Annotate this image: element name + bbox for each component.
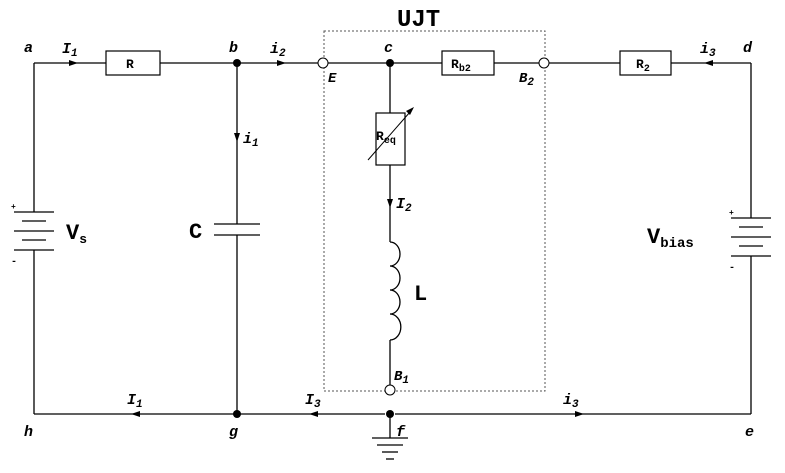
current-i1-top-label: I1 [62, 41, 78, 60]
node-e-label: e [745, 424, 754, 441]
terminal-b1-label: B1 [394, 369, 409, 387]
ground-symbol [372, 437, 408, 460]
variable-arrow-head [406, 107, 414, 115]
variable-arrow-line [367, 111, 411, 161]
vs-plus: + [11, 203, 16, 212]
current-i3-top-arrow [704, 60, 713, 66]
current-i1-bottom-arrow [131, 411, 140, 417]
current-i3-top-label: i3 [700, 41, 716, 60]
node-c-label: c [384, 40, 393, 57]
current-i1-bottom-label: I1 [127, 392, 143, 411]
node-c-dot [386, 59, 394, 67]
node-g-label: g [229, 424, 238, 441]
inductor-l [389, 241, 402, 341]
current-i1-top-arrow [69, 60, 78, 66]
node-b-dot [233, 59, 241, 67]
vbias-label: Vbias [647, 225, 694, 252]
inductor-label: L [414, 282, 427, 307]
resistor-req-label: Req [376, 129, 396, 147]
vbias-minus: - [729, 263, 735, 274]
node-h-label: h [24, 424, 33, 441]
node-g-dot [233, 410, 241, 418]
resistor-r2-label: R2 [636, 57, 650, 75]
current-i3-bottom-arrow [309, 411, 318, 417]
resistor-rb2-label: Rb2 [451, 57, 471, 75]
terminal-b2-label: B2 [519, 71, 534, 89]
current-i2-arrow [277, 60, 286, 66]
node-f-label: f [396, 424, 406, 441]
current-i3-bottom-label: I3 [305, 392, 321, 411]
current-i2-label: i2 [270, 41, 286, 60]
node-a-label: a [24, 40, 33, 57]
vs-label: Vs [66, 221, 87, 247]
current-i1-branch-arrow [234, 133, 240, 142]
current-i3-bottom-right-label: i3 [563, 392, 579, 411]
resistor-rb2 [441, 50, 495, 76]
battery-vs [14, 211, 54, 251]
node-b-label: b [229, 40, 238, 57]
current-i1-branch-label: i1 [243, 131, 259, 150]
terminal-b1 [384, 384, 396, 396]
terminal-e [317, 57, 329, 69]
vbias-plus: + [729, 209, 734, 218]
capacitor-label: C [189, 220, 202, 245]
ujt-title: UJT [397, 7, 440, 34]
current-i2-ujt-label: I2 [396, 196, 412, 215]
resistor-r2 [619, 50, 672, 76]
terminal-e-label: E [328, 71, 337, 87]
current-i2-ujt-arrow [387, 199, 393, 208]
battery-vbias [731, 217, 771, 257]
resistor-r-label: R [126, 57, 134, 72]
node-f-dot [386, 410, 394, 418]
vs-minus: - [11, 257, 17, 268]
resistor-r [105, 50, 161, 76]
node-d-label: d [743, 40, 753, 57]
current-i3-bottom-right-arrow [575, 411, 584, 417]
ujt-boundary [323, 30, 546, 392]
resistor-req [375, 112, 406, 166]
terminal-b2 [538, 57, 550, 69]
